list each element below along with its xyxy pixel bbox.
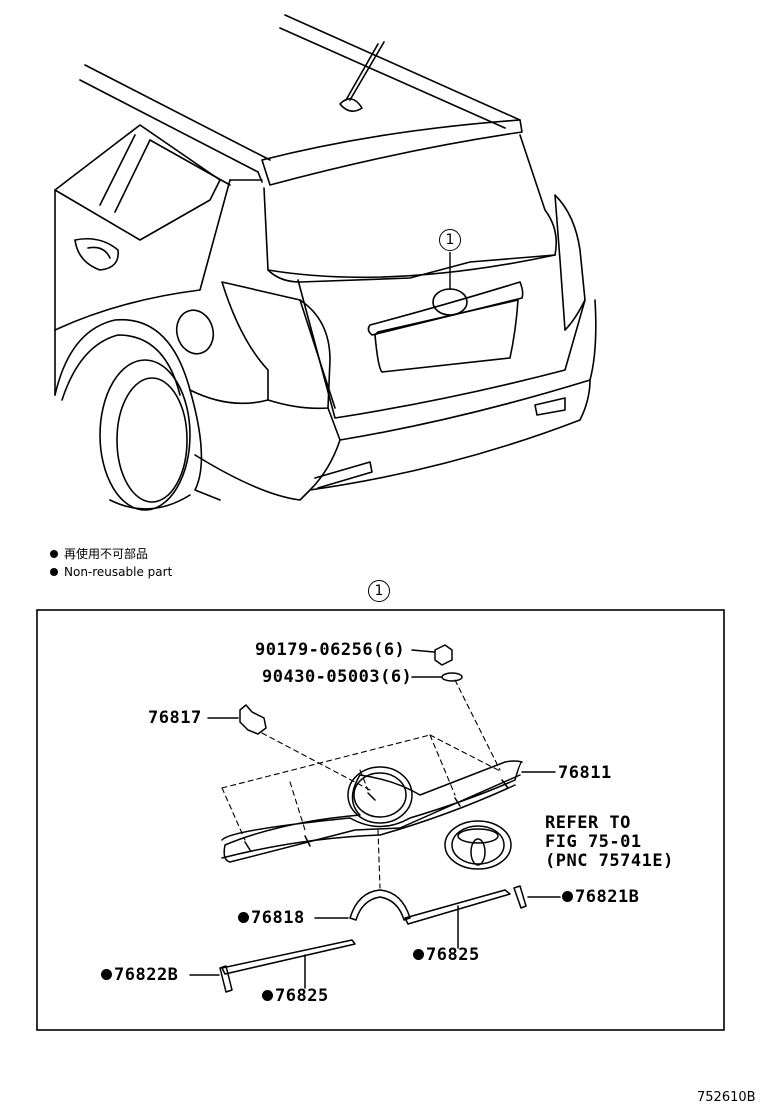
legend-item-english: Non-reusable part bbox=[50, 566, 172, 578]
legend-text-japanese: 再使用不可部品 bbox=[64, 547, 149, 561]
clip-76817-shape bbox=[239, 704, 267, 735]
nut-90179-shape bbox=[434, 644, 453, 666]
label-76817: 76817 bbox=[148, 708, 202, 728]
end-76822B-shape bbox=[219, 965, 233, 993]
label-90179: 90179-06256(6) bbox=[255, 640, 406, 660]
non-reusable-dot-icon bbox=[101, 969, 112, 980]
label-76825-right: 76825 bbox=[413, 947, 480, 964]
label-76822B-text: 76822B bbox=[114, 965, 179, 985]
non-reusable-dot-icon bbox=[562, 891, 573, 902]
non-reusable-dot-icon bbox=[413, 949, 424, 960]
toyota-emblem-shape bbox=[444, 820, 512, 870]
molding-76825-left-shape bbox=[221, 939, 356, 975]
washer-90430-shape bbox=[441, 672, 463, 682]
label-76825-left: 76825 bbox=[262, 988, 329, 1005]
label-76821B: 76821B bbox=[562, 889, 639, 906]
refer-line-1: REFER TO bbox=[545, 813, 631, 833]
molding-76825-right-shape bbox=[404, 889, 511, 925]
callout-marker-detail: 1 bbox=[368, 580, 390, 602]
label-76822B: 76822B bbox=[101, 967, 178, 984]
non-reusable-dot-icon bbox=[262, 990, 273, 1001]
non-reusable-dot-icon bbox=[238, 912, 249, 923]
bullet-icon bbox=[50, 550, 58, 558]
callout-marker-car: 1 bbox=[439, 229, 461, 251]
label-76825-right-text: 76825 bbox=[426, 945, 480, 965]
label-76811: 76811 bbox=[558, 763, 612, 783]
label-76818-text: 76818 bbox=[251, 908, 305, 928]
car-rear-illustration bbox=[54, 14, 597, 511]
detail-box-frame bbox=[36, 609, 725, 1031]
end-76821B-shape bbox=[513, 885, 527, 909]
refer-line-2: FIG 75-01 bbox=[545, 832, 642, 852]
legend-text-english: Non-reusable part bbox=[64, 565, 173, 579]
label-76825-left-text: 76825 bbox=[275, 986, 329, 1006]
figure-number: 752610B bbox=[697, 1090, 756, 1105]
molding-76818-shape bbox=[349, 889, 411, 921]
label-76821B-text: 76821B bbox=[575, 887, 640, 907]
detail-parts bbox=[189, 644, 561, 993]
emblem-ring-shape bbox=[347, 766, 413, 824]
label-90430: 90430-05003(6) bbox=[262, 667, 413, 687]
label-76818: 76818 bbox=[238, 910, 305, 927]
legend-item-japanese: 再使用不可部品 bbox=[50, 548, 148, 560]
garnish-76811-shape bbox=[221, 760, 523, 863]
refer-line-3: (PNC 75741E) bbox=[545, 851, 674, 871]
bullet-icon bbox=[50, 568, 58, 576]
